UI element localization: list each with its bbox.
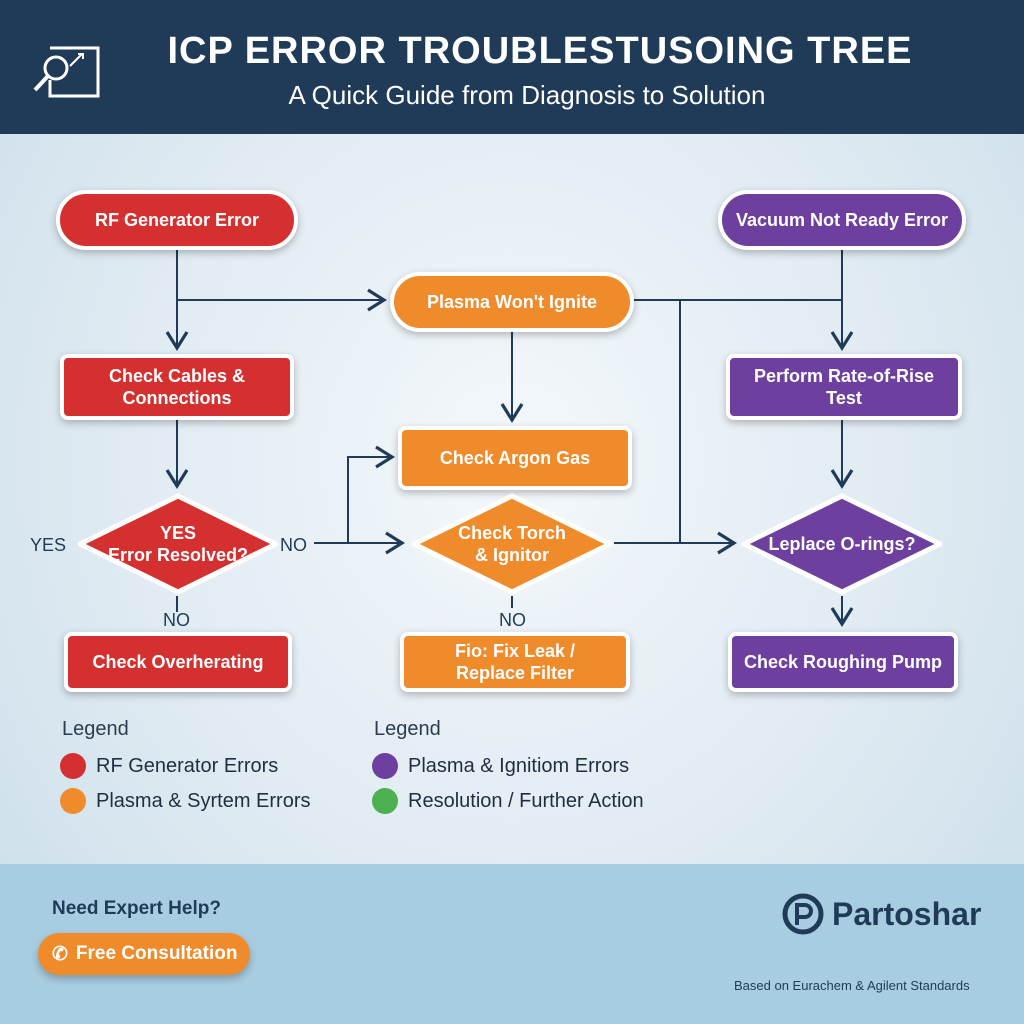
orings-diamond	[741, 493, 943, 595]
legend-item: RF Generator Errors	[60, 753, 278, 779]
check-cables-node: Check Cables & Connections	[60, 354, 294, 420]
legend-item: Plasma & Ignitiom Errors	[372, 753, 629, 779]
check-overheating-node: Check Overherating	[64, 632, 292, 692]
vacuum-not-ready-node: Vacuum Not Ready Error	[718, 190, 966, 250]
help-heading: Need Expert Help?	[52, 898, 221, 919]
purple-dot-icon	[372, 753, 398, 779]
orange-dot-icon	[60, 788, 86, 814]
no-label-mid: NO	[499, 610, 526, 630]
magnifier-chart-icon	[33, 46, 100, 98]
connector-lines	[165, 250, 854, 628]
legend-item: Resolution / Further Action	[372, 788, 644, 814]
orings-text: Leplace O-rings?	[768, 534, 916, 554]
plasma-wont-ignite-node: Plasma Won't Ignite	[390, 272, 634, 332]
fix-leak-node: Fio: Fix Leak / Replace Filter	[400, 632, 630, 692]
free-consultation-button[interactable]: ✆Free Consultation	[38, 933, 250, 975]
legend-item: Plasma & Syrtem Errors	[60, 788, 310, 814]
rf-generator-error-node: RF Generator Error	[56, 190, 298, 250]
header: ICP ERROR TROUBLESTUSOING TREE A Quick G…	[0, 0, 1024, 134]
partoshar-logo-icon	[782, 893, 824, 935]
torch-text: Check Torch & Ignitor	[458, 523, 566, 565]
legend-title-left: Legend	[62, 718, 129, 740]
page-subtitle: A Quick Guide from Diagnosis to Solution	[288, 80, 766, 110]
check-argon-node: Check Argon Gas	[398, 426, 632, 490]
legend-title-right: Legend	[374, 718, 441, 740]
standards-note: Based on Eurachem & Agilent Standards	[734, 978, 970, 993]
error-resolved-diamond	[77, 493, 279, 595]
yes-label: YES	[30, 535, 67, 555]
no-label-right: NO	[280, 535, 307, 555]
roughing-pump-node: Check Roughing Pump	[728, 632, 958, 692]
page-title: ICP ERROR TROUBLESTUSOING TREE	[167, 30, 913, 72]
phone-icon: ✆	[52, 943, 68, 965]
brand-logo: Partoshar	[782, 893, 981, 935]
torch-diamond	[411, 493, 613, 595]
no-label-left: NO	[163, 610, 190, 630]
red-dot-icon	[60, 753, 86, 779]
rate-of-rise-node: Perform Rate-of-Rise Test	[726, 354, 962, 420]
green-dot-icon	[372, 788, 398, 814]
